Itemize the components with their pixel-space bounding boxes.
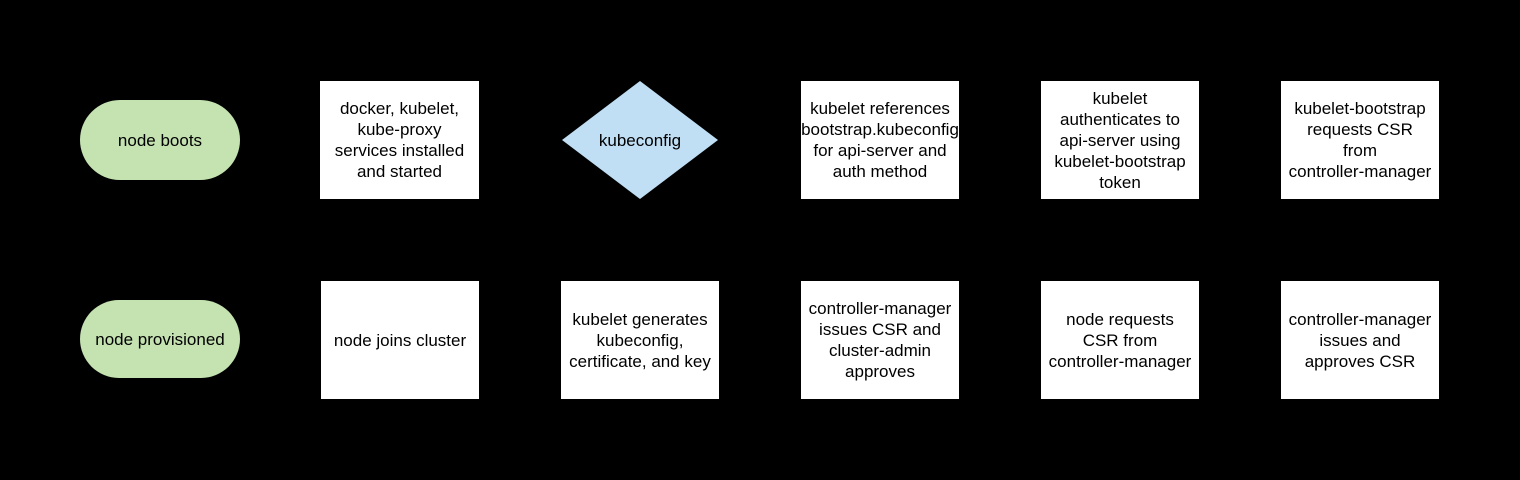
- process-node-requests-csr: node requests CSR from controller-manage…: [1041, 281, 1199, 399]
- process-services-installed-started: docker, kubelet, kube-proxy services ins…: [320, 81, 479, 199]
- process-controller-manager-issues-csr-admin-approves: controller-manager issues CSR and cluste…: [801, 281, 959, 399]
- terminator-node-provisioned: node provisioned: [80, 300, 240, 378]
- process-kubelet-authenticates-api-server: kubelet authenticates to api-server usin…: [1041, 81, 1199, 199]
- process-kubelet-generates-kubeconfig: kubelet generates kubeconfig, certificat…: [561, 281, 719, 399]
- process-kubelet-references-bootstrap-kubeconfig: kubelet references bootstrap.kubeconfig …: [801, 81, 959, 199]
- process-kubelet-bootstrap-requests-csr: kubelet-bootstrap requests CSR from cont…: [1281, 81, 1439, 199]
- decision-kubeconfig: kubeconfig: [562, 81, 718, 199]
- process-node-joins-cluster: node joins cluster: [321, 281, 479, 399]
- process-controller-manager-issues-approves-csr: controller-manager issues and approves C…: [1281, 281, 1439, 399]
- terminator-node-boots: node boots: [80, 100, 240, 180]
